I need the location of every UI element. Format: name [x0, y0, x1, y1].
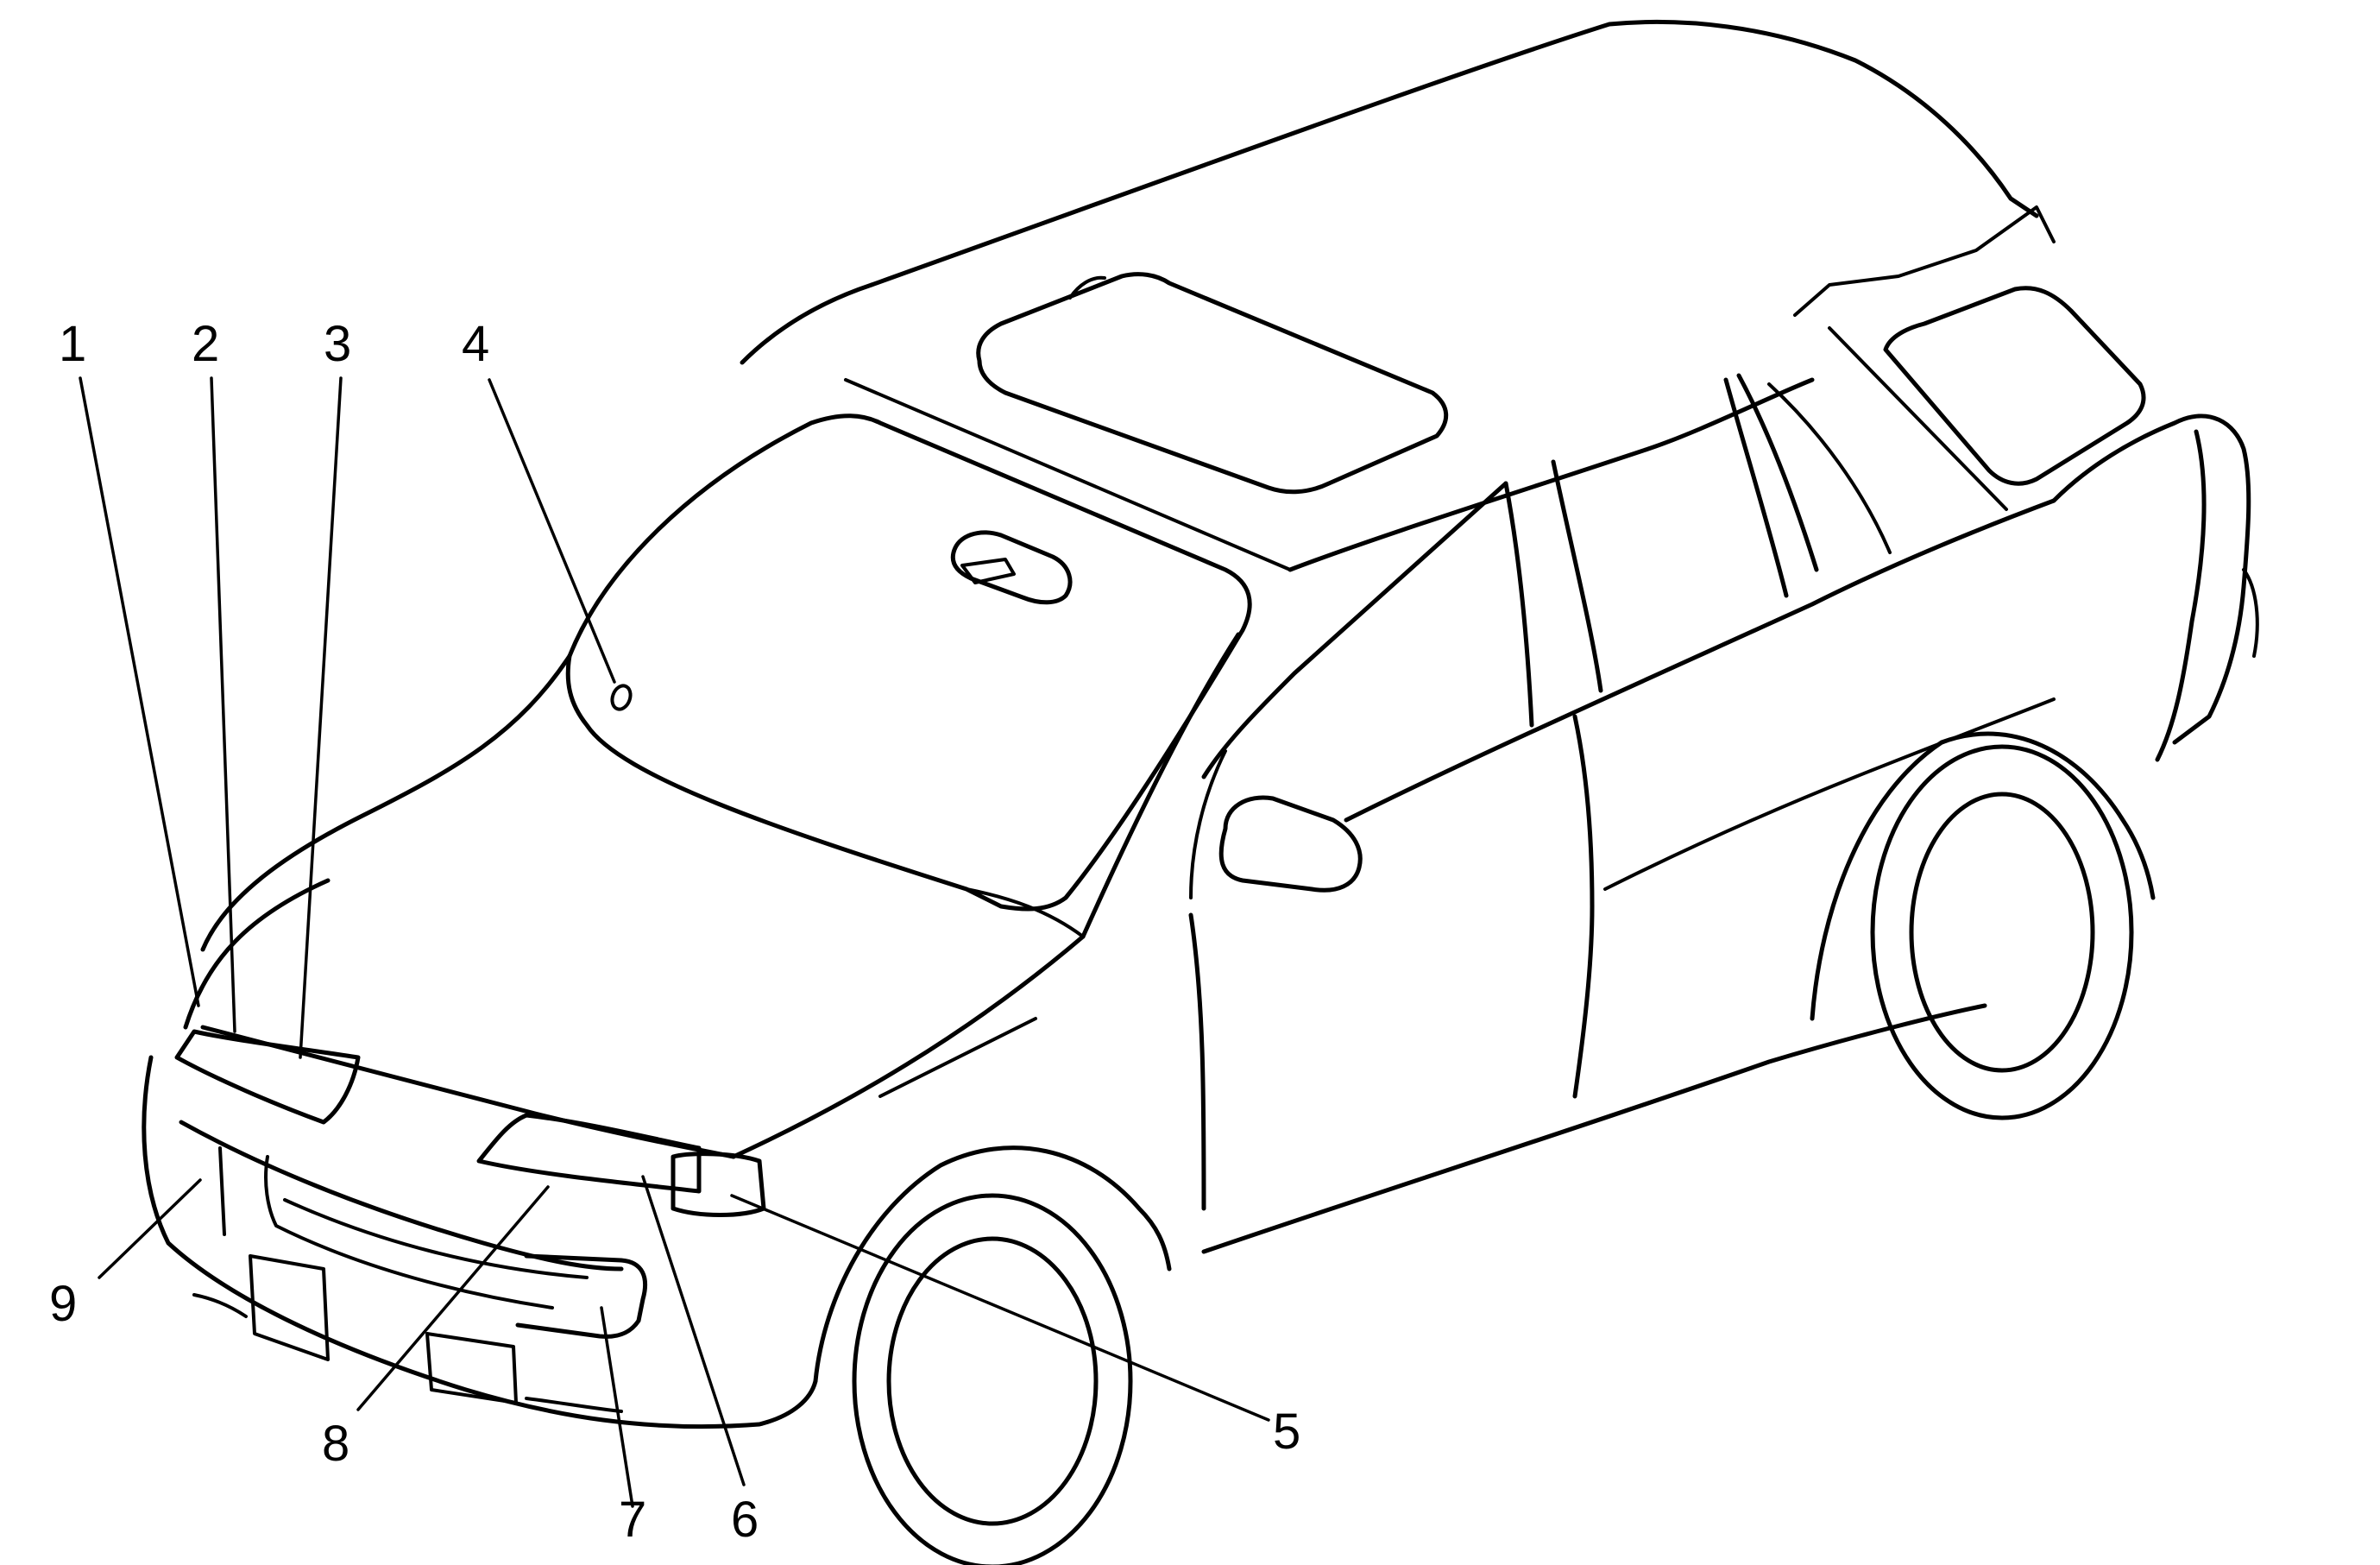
vehicle-outline [142, 19, 2259, 1565]
leader-9 [98, 1178, 202, 1279]
leader-1 [79, 376, 200, 1007]
leader-6 [641, 1175, 746, 1486]
leader-5 [730, 1194, 1270, 1422]
leader-7 [600, 1306, 634, 1508]
leader-lines [79, 376, 1270, 1508]
callout-3: 3 [324, 316, 351, 372]
leader-2 [210, 376, 236, 1033]
callout-8: 8 [322, 1416, 349, 1472]
callout-6: 6 [731, 1492, 759, 1548]
leader-8 [356, 1185, 550, 1411]
callout-9: 9 [49, 1276, 77, 1332]
callout-4: 4 [462, 316, 489, 372]
callout-7: 7 [619, 1492, 646, 1548]
callout-labels: 1 2 3 4 5 6 7 8 9 [49, 316, 1300, 1548]
callout-5: 5 [1273, 1404, 1300, 1460]
callout-2: 2 [192, 316, 219, 372]
leader-4 [488, 378, 616, 684]
leader-3 [299, 376, 343, 1059]
callout-1: 1 [59, 316, 86, 372]
